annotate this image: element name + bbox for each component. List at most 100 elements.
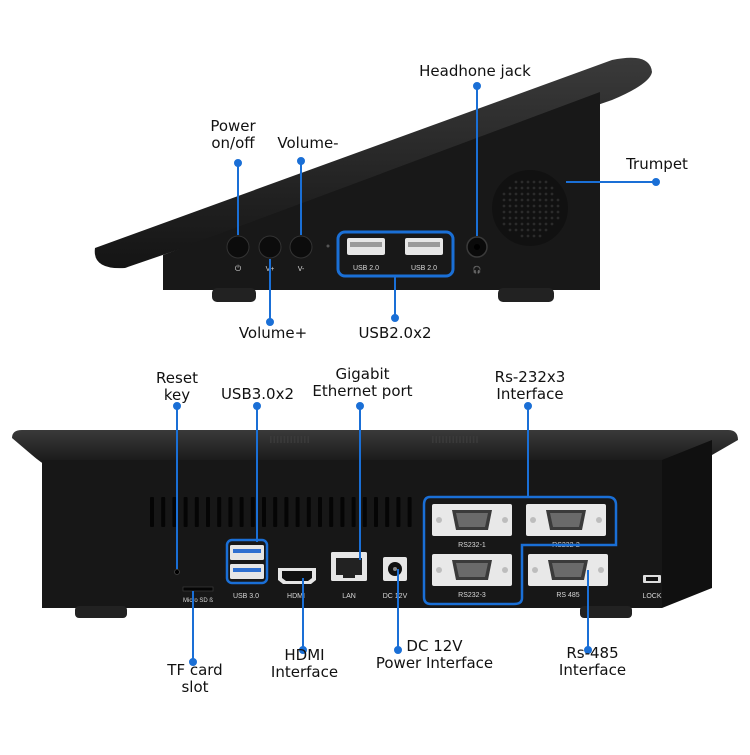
rs485-port-insert	[552, 563, 584, 577]
top-vent-slot	[435, 436, 437, 443]
speaker-hole	[508, 198, 512, 202]
power-symbol-label: ⏻	[235, 264, 242, 273]
rs232-2-port-insert	[550, 513, 582, 527]
speaker-hole	[526, 234, 530, 238]
speaker-hole	[538, 198, 542, 202]
speaker-holes	[502, 180, 560, 238]
volume-minus-button	[289, 235, 313, 259]
top-vent-slot	[273, 436, 275, 443]
reset-callout: Reset key	[156, 369, 198, 404]
front-vent-slot	[374, 497, 378, 527]
top-vent-slot	[466, 436, 468, 443]
speaker-hole	[508, 186, 512, 190]
speaker-hole	[526, 228, 530, 232]
speaker-hole	[520, 216, 524, 220]
front-vent-slot	[239, 497, 244, 527]
rs232-1-port-label: RS232-1	[458, 542, 486, 549]
speaker-hole	[532, 222, 536, 226]
speaker-hole	[532, 228, 536, 232]
speaker-hole	[538, 204, 542, 208]
speaker-hole	[550, 198, 554, 202]
front-vent-slot	[396, 497, 401, 527]
bottom-foot-left	[75, 606, 127, 618]
speaker-hole	[526, 210, 530, 214]
speaker-hole	[538, 216, 542, 220]
front-vent-slot	[183, 497, 188, 527]
callout-connectors	[173, 82, 660, 666]
usb3-port-top-tongue	[233, 549, 261, 553]
usb3-port-bottom-tongue	[233, 568, 261, 572]
top-vent-slot	[300, 436, 303, 443]
top-device: ⏻ V+ V- USB 2.0 USB 2.0 🎧	[94, 57, 652, 302]
speaker-hole	[526, 222, 530, 226]
rs232-3-port-screw	[436, 567, 442, 573]
top-vent-slot	[290, 436, 292, 443]
top-vent-slot	[287, 436, 289, 443]
dc-callout: DC 12V Power Interface	[375, 637, 494, 672]
usb3-port-label: USB 3.0	[233, 593, 259, 600]
speaker-hole	[532, 216, 536, 220]
top-device-screen-bezel	[94, 57, 652, 269]
front-vent-slot	[351, 497, 356, 527]
top-foot-right	[498, 288, 554, 302]
usb2-port-b-label: USB 2.0	[411, 265, 437, 272]
top-vent-slot	[432, 436, 434, 443]
speaker-hole	[544, 228, 548, 232]
microsd-port-label: Micro SD ß	[183, 598, 213, 604]
top-vent-slot	[455, 436, 458, 443]
front-vent-slot	[194, 497, 199, 527]
speaker-hole	[544, 222, 548, 226]
front-vent-slot	[172, 497, 177, 527]
rs485-port-screw	[532, 567, 538, 573]
speaker-hole	[532, 192, 536, 196]
speaker-hole	[550, 222, 554, 226]
speaker-hole	[502, 216, 506, 220]
speaker-hole	[532, 180, 536, 184]
speaker-hole	[526, 204, 530, 208]
rs485-port-screw	[598, 567, 604, 573]
front-vent-slot	[362, 497, 367, 527]
speaker-hole	[502, 210, 506, 214]
bottom-device: Micro SD ß USB 3.0 HDMI LAN DC 12V RS232…	[12, 430, 738, 618]
usb2-port-a-tongue	[350, 242, 382, 247]
speaker-hole	[526, 186, 530, 190]
dc-port-pin	[393, 567, 397, 571]
top-vent-slot	[459, 436, 461, 443]
usb2-port-a-label: USB 2.0	[353, 265, 379, 272]
top-vent-slot	[270, 436, 272, 443]
speaker-hole	[508, 228, 512, 232]
speaker-hole	[514, 204, 518, 208]
top-vent-slot	[293, 436, 296, 443]
top-vent-slot	[276, 436, 279, 443]
front-vent-slot	[206, 497, 210, 527]
top-vent-slot	[449, 436, 451, 443]
hdmi-port-inner	[282, 571, 312, 581]
rs485-callout: Rs-485 Interface	[558, 644, 627, 679]
speaker-hole	[550, 186, 554, 190]
speaker-hole	[538, 228, 542, 232]
rs232-3-port-label: RS232-3	[458, 592, 486, 599]
front-vent-slot	[318, 497, 322, 527]
speaker-hole	[514, 186, 518, 190]
top-vent-slot	[280, 436, 282, 443]
speaker-hole	[520, 222, 524, 226]
hdmi-port-label: HDMI	[287, 593, 305, 600]
speaker-hole	[520, 192, 524, 196]
rs232-1-port-screw	[502, 517, 508, 523]
speaker-hole	[508, 216, 512, 220]
speaker-hole	[520, 210, 524, 214]
front-vent-slot	[150, 497, 154, 527]
speaker-hole	[544, 204, 548, 208]
lock-port-label: LOCK	[642, 593, 661, 600]
speaker-hole	[502, 192, 506, 196]
front-vent-slot	[228, 497, 233, 527]
dc-port-label: DC 12V	[383, 593, 408, 600]
top-vent-slot	[462, 436, 465, 443]
bottom-foot-right	[580, 606, 632, 618]
speaker-hole	[520, 228, 524, 232]
rs232-3-port-screw	[502, 567, 508, 573]
speaker-hole	[550, 216, 554, 220]
speaker-hole	[520, 180, 524, 184]
speaker-hole	[520, 204, 524, 208]
volume-plus-button	[258, 235, 282, 259]
